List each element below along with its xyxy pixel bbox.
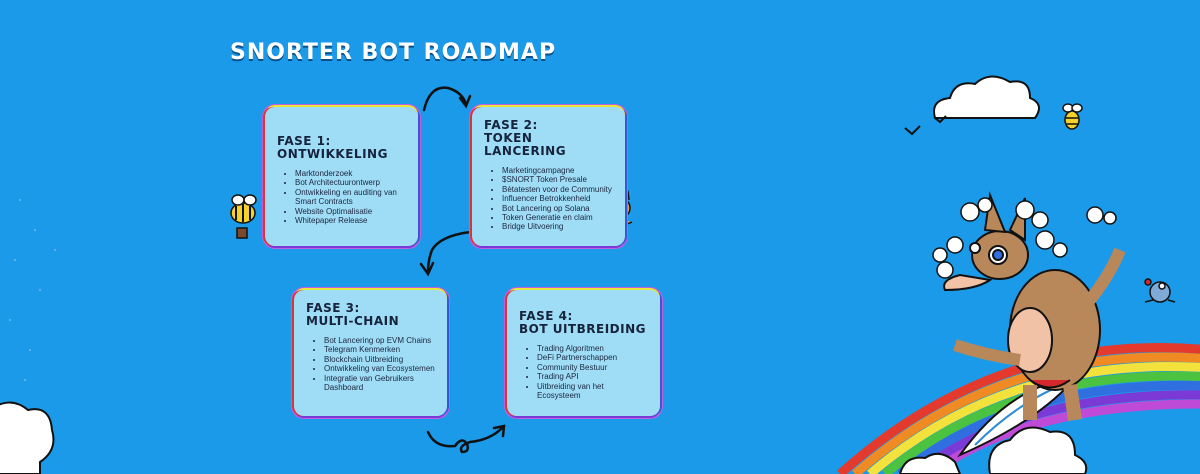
phase-item: Uitbreiding van het Ecosysteem: [537, 382, 648, 401]
phase-heading-line: MULTI-CHAIN: [306, 314, 400, 328]
cloud-icon: [933, 75, 1040, 119]
phase-item: Ontwikkeling van Ecosystemen: [324, 364, 435, 373]
phase-heading: FASE 4:BOT UITBREIDING: [519, 310, 648, 336]
bee-icon: [230, 194, 257, 239]
phase-item: Influencer Betrokkenheid: [502, 194, 613, 203]
phase-item: Blockchain Uitbreiding: [324, 355, 435, 364]
phase-heading-line: FASE 4:: [519, 309, 573, 323]
phase-heading-line: FASE 2:: [484, 118, 538, 132]
phase-item: $SNORT Token Presale: [502, 175, 613, 184]
phase-heading-line: LANCERING: [484, 144, 567, 158]
dots-texture: [9, 199, 56, 381]
phase-item: DeFi Partnerschappen: [537, 353, 648, 362]
phase-item-list: MarktonderzoekBot ArchitectuurontwerpOnt…: [277, 169, 406, 225]
phase-item: Token Generatie en claim: [502, 213, 613, 222]
phase-item: Bot Lancering op EVM Chains: [324, 336, 435, 345]
phase-heading: FASE 1:ONTWIKKELING: [277, 135, 406, 161]
phase-card-3: FASE 3:MULTI-CHAIN Bot Lancering op EVM …: [294, 290, 447, 416]
phase-item: Bridge Uitvoering: [502, 222, 613, 231]
phase-item: Bot Lancering op Solana: [502, 204, 613, 213]
phase-heading-text: FASE 1:ONTWIKKELING: [277, 134, 388, 161]
cat-icon: [1144, 278, 1176, 303]
phase-card-4: FASE 4:BOT UITBREIDING Trading Algoritme…: [507, 290, 660, 416]
phase-item: Website Optimalisatie: [295, 207, 406, 216]
phase-item: Whitepaper Release: [295, 216, 406, 225]
phase-item: Integratie van Gebruikers Dashboard: [324, 374, 435, 393]
phase-heading-line: FASE 1:: [277, 134, 331, 148]
cloud-icon: [0, 401, 55, 474]
phase-item: Bètatesten voor de Community: [502, 185, 613, 194]
phase-item-list: Marketingcampagne$SNORT Token PresaleBèt…: [484, 166, 613, 232]
phase-heading: FASE 3:MULTI-CHAIN: [306, 302, 435, 328]
phase-item-list: Bot Lancering op EVM ChainsTelegram Kenm…: [306, 336, 435, 392]
phase-card-1: FASE 1:ONTWIKKELING MarktonderzoekBot Ar…: [265, 107, 418, 246]
phase-item: Bot Architectuurontwerp: [295, 178, 406, 187]
cloud-icon: [932, 197, 1117, 279]
phase-item: Ontwikkeling en auditing van Smart Contr…: [295, 188, 406, 207]
page-title: SNORTER BOT ROADMAP: [230, 40, 557, 65]
phase-heading-line: FASE 3:: [306, 301, 360, 315]
phase-item: Community Bestuur: [537, 363, 648, 372]
phase-item: Trading API: [537, 372, 648, 381]
phase-heading-line: ONTWIKKELING: [277, 147, 388, 161]
phase-item: Telegram Kenmerken: [324, 345, 435, 354]
phase-item-list: Trading AlgoritmenDeFi PartnerschappenCo…: [519, 344, 648, 400]
phase-heading-text: FASE 3:MULTI-CHAIN: [306, 301, 399, 328]
curved-arrow-icon: [422, 86, 472, 112]
phase-item: Trading Algoritmen: [537, 344, 648, 353]
armadillo-mascot: [943, 191, 1126, 421]
bee-icon: [1062, 103, 1083, 130]
phase-heading-line: TOKEN: [484, 131, 533, 145]
phase-heading-text: FASE 4:BOT UITBREIDING: [519, 309, 646, 336]
bird-icon: [904, 115, 947, 136]
phase-heading-line: BOT UITBREIDING: [519, 322, 646, 336]
phase-item: Marketingcampagne: [502, 166, 613, 175]
phase-item: Marktonderzoek: [295, 169, 406, 178]
curved-arrow-icon: [419, 230, 472, 277]
curved-arrow-icon: [426, 424, 506, 454]
cloud-icon: [898, 426, 1088, 474]
